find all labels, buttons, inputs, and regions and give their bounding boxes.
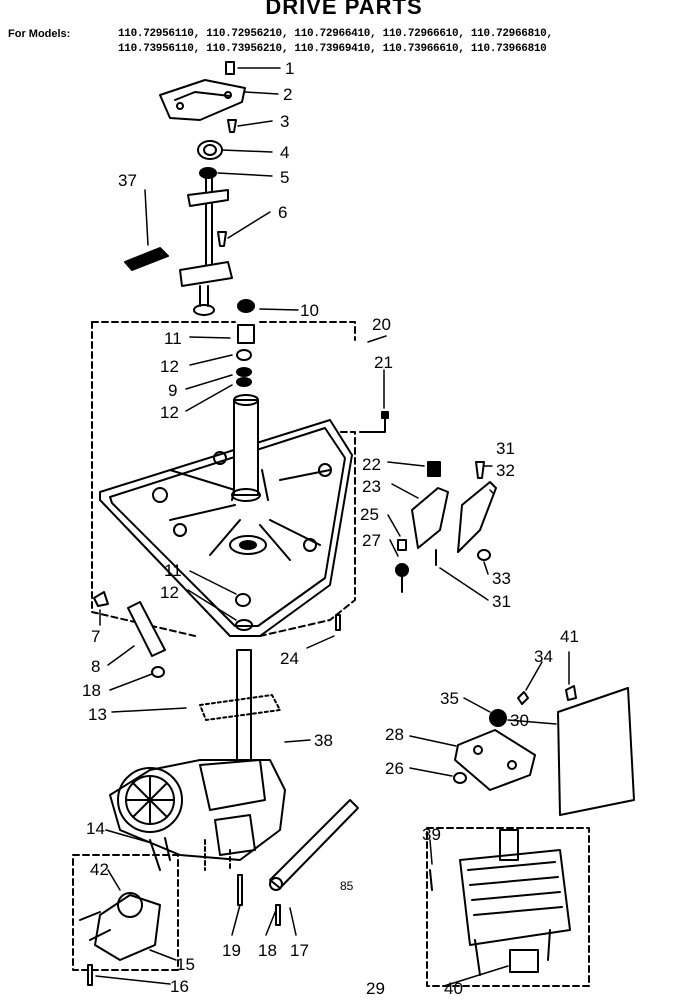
callout-4: 4 <box>280 143 289 162</box>
callout-42: 42 <box>90 860 109 879</box>
callout-13: 13 <box>88 705 107 724</box>
transmission-assembly <box>109 649 359 926</box>
base-assembly <box>91 299 389 637</box>
callout-18a: 18 <box>82 681 101 700</box>
pump-assembly <box>72 854 179 986</box>
callout-labels: 1 2 3 4 5 6 37 10 20 11 12 9 12 21 22 31… <box>82 59 579 998</box>
motor-assembly <box>426 827 590 987</box>
models-list-line-2: 110.73956110, 110.73956210, 110.73969410… <box>118 43 547 55</box>
callout-leaders <box>95 67 570 987</box>
callout-41: 41 <box>560 627 579 646</box>
right-bracket-parts <box>395 461 497 593</box>
callout-5: 5 <box>280 168 289 187</box>
callout-1: 1 <box>285 59 294 78</box>
callout-12b: 12 <box>160 403 179 422</box>
callout-17: 17 <box>290 941 309 960</box>
callout-3: 3 <box>280 112 289 131</box>
callout-14: 14 <box>86 819 105 838</box>
callout-19: 19 <box>222 941 241 960</box>
callout-9: 9 <box>168 381 177 400</box>
callout-25: 25 <box>360 505 379 524</box>
callout-22: 22 <box>362 455 381 474</box>
callout-31b: 31 <box>492 592 511 611</box>
callout-10: 10 <box>300 301 319 320</box>
callout-40: 40 <box>444 979 463 998</box>
callout-26: 26 <box>385 759 404 778</box>
callout-15: 15 <box>176 955 195 974</box>
callout-38: 38 <box>314 731 333 750</box>
callout-20: 20 <box>372 315 391 334</box>
callout-8: 8 <box>91 657 100 676</box>
callout-35: 35 <box>440 689 459 708</box>
callout-31a: 31 <box>496 439 515 458</box>
callout-32: 32 <box>496 461 515 480</box>
callout-24: 24 <box>280 649 299 668</box>
callout-29: 29 <box>366 979 385 998</box>
callout-2: 2 <box>283 85 292 104</box>
models-label: For Models: <box>8 28 71 40</box>
page-code: 85 <box>340 879 354 893</box>
top-bracket-assembly <box>124 61 246 316</box>
callout-11: 11 <box>164 329 182 348</box>
callout-12a: 12 <box>160 357 179 376</box>
callout-30: 30 <box>510 711 529 730</box>
callout-6: 6 <box>278 203 287 222</box>
callout-12c: 12 <box>160 583 179 602</box>
models-list-line-1: 110.72956110, 110.72956210, 110.72966410… <box>118 28 553 40</box>
callout-37: 37 <box>118 171 137 190</box>
page-title: DRIVE PARTS <box>265 0 423 19</box>
callout-23: 23 <box>362 477 381 496</box>
left-small-parts <box>93 591 166 678</box>
motor-mount-parts <box>453 685 635 816</box>
callout-33: 33 <box>492 569 511 588</box>
callout-21: 21 <box>374 353 393 372</box>
callout-34: 34 <box>534 647 553 666</box>
callout-39: 39 <box>422 825 441 844</box>
callout-28: 28 <box>385 725 404 744</box>
callout-7: 7 <box>91 627 100 646</box>
callout-11b: 11 <box>164 561 182 580</box>
callout-18b: 18 <box>258 941 277 960</box>
callout-16: 16 <box>170 977 189 996</box>
callout-27: 27 <box>362 531 381 550</box>
